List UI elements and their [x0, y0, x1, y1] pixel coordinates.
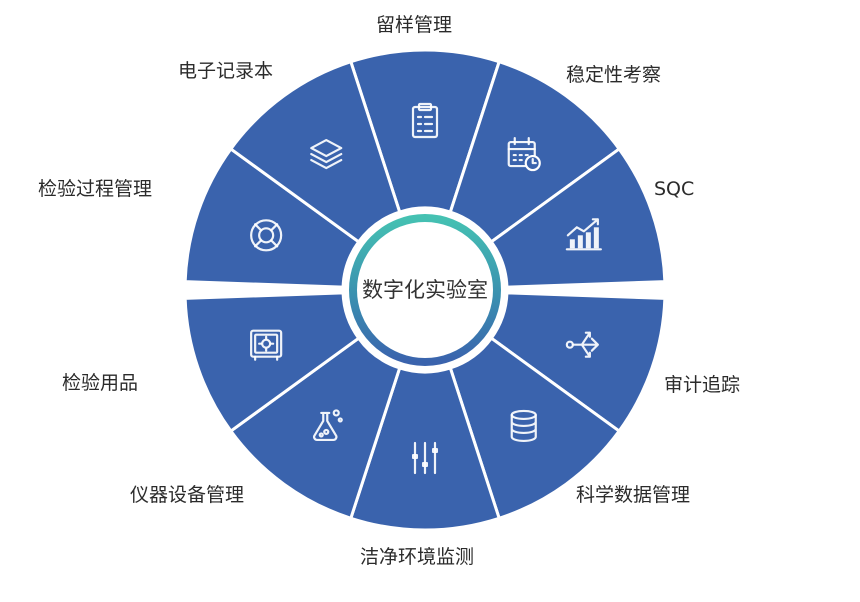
flask-icon	[312, 409, 343, 442]
label-sample: 留样管理	[376, 14, 453, 36]
lifebuoy-icon	[250, 219, 283, 252]
label-notebook: 电子记录本	[178, 60, 274, 82]
calendar-clock-icon	[507, 136, 541, 172]
safe-icon	[250, 329, 283, 361]
label-supplies: 检验用品	[62, 372, 139, 394]
database-icon	[510, 409, 537, 443]
bar-chart-trend-icon	[565, 218, 602, 251]
center-ring	[349, 214, 501, 366]
label-instrument: 仪器设备管理	[130, 484, 245, 506]
label-stability: 稳定性考察	[566, 64, 662, 86]
layers-icon	[310, 138, 343, 170]
label-audit: 审计追踪	[664, 374, 741, 396]
share-arrow-icon	[565, 331, 599, 358]
sliders-icon	[412, 441, 438, 475]
label-sqc: SQC	[654, 178, 695, 200]
label-process: 检验过程管理	[38, 178, 153, 200]
center-title: 数字化实验室	[362, 278, 488, 302]
label-scidata: 科学数据管理	[576, 484, 691, 506]
label-env: 洁净环境监测	[360, 546, 475, 568]
clipboard-checklist-icon	[411, 102, 439, 139]
